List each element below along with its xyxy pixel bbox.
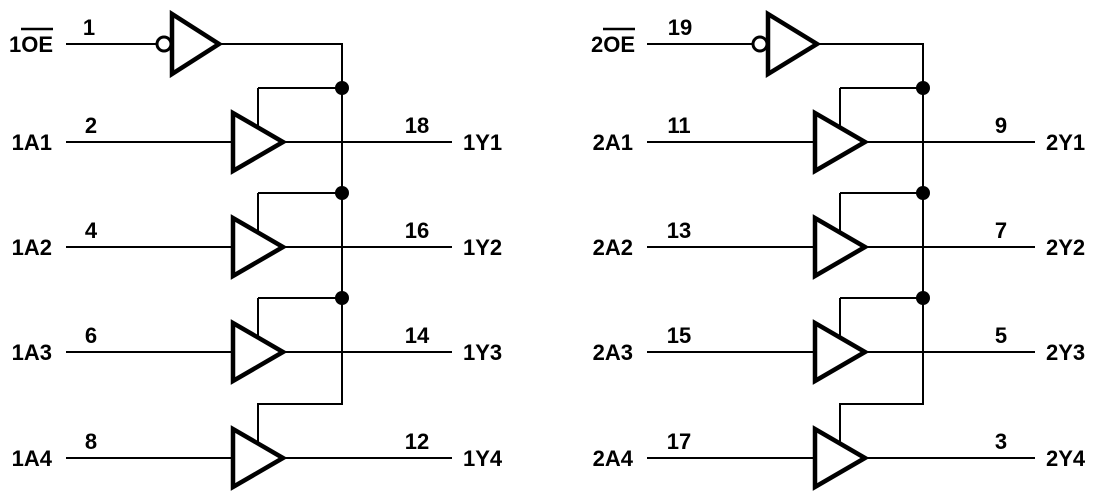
junction-dot: [335, 186, 349, 200]
buffer-triangle-icon: [812, 214, 870, 280]
output-label: 1Y4: [463, 446, 503, 471]
output-pin-number: 5: [995, 323, 1007, 348]
output-label: 1Y3: [463, 340, 502, 365]
output-label: 2Y4: [1046, 446, 1086, 471]
inverter-bubble-icon: [155, 35, 173, 53]
output-pin-number: 12: [405, 429, 429, 454]
junction-dot: [916, 81, 930, 95]
channel-2-row-1: 2A1 11 9 2Y1: [593, 109, 1085, 175]
channel-1-row-1: 1A1 2 18 1Y1: [12, 109, 502, 175]
output-label: 2Y3: [1046, 340, 1085, 365]
oe-pin-number: 1: [83, 15, 95, 40]
buffer-triangle-icon: [812, 425, 870, 491]
inverter-triangle-icon: [765, 9, 822, 79]
input-pin-number: 4: [85, 218, 98, 243]
inverter-bubble-icon: [751, 35, 769, 53]
channel-2-row-4: 2A4 17 3 2Y4: [593, 425, 1086, 491]
buffer-triangle-icon: [230, 109, 288, 175]
input-pin-number: 2: [85, 113, 97, 138]
input-label: 1A4: [12, 446, 53, 471]
output-pin-number: 3: [995, 429, 1007, 454]
channel-1-row-4: 1A4 8 12 1Y4: [12, 425, 503, 491]
output-label: 2Y1: [1046, 130, 1085, 155]
channel-1-row-3: 1A3 6 14 1Y3: [12, 319, 502, 385]
junction-dot: [916, 291, 930, 305]
channel-1-row-2: 1A2 4 16 1Y2: [12, 214, 502, 280]
junction-dot: [335, 81, 349, 95]
input-label: 2A2: [593, 235, 633, 260]
input-label: 2A3: [593, 340, 633, 365]
input-pin-number: 13: [667, 218, 691, 243]
channel-2-row-3: 2A3 15 5 2Y3: [593, 319, 1085, 385]
junction-dot: [335, 291, 349, 305]
enable-bus-wire: [817, 43, 924, 445]
input-pin-number: 11: [667, 113, 690, 138]
junction-dot: [916, 186, 930, 200]
input-pin-number: 17: [667, 429, 691, 454]
input-label: 1A3: [12, 340, 52, 365]
output-pin-number: 18: [405, 113, 429, 138]
buffer-triangle-icon: [230, 214, 288, 280]
output-pin-number: 9: [995, 113, 1007, 138]
input-label: 2A4: [593, 446, 634, 471]
output-label: 2Y2: [1046, 235, 1085, 260]
channel-2: 2OE 19 2A1 11 9 2Y1: [591, 9, 1086, 491]
buffer-triangle-icon: [812, 109, 870, 175]
output-pin-number: 7: [995, 218, 1007, 243]
input-label: 1A2: [12, 235, 52, 260]
buffer-triangle-icon: [812, 319, 870, 385]
input-pin-number: 15: [667, 323, 691, 348]
channel-2-oe: 2OE 19: [591, 9, 924, 445]
inverter-triangle-icon: [169, 9, 224, 79]
buffer-triangle-icon: [230, 319, 288, 385]
input-label: 2A1: [593, 130, 633, 155]
output-pin-number: 14: [405, 323, 430, 348]
output-label: 1Y1: [463, 130, 502, 155]
input-label: 1A1: [12, 130, 52, 155]
input-pin-number: 6: [85, 323, 97, 348]
channel-2-row-2: 2A2 13 7 2Y2: [593, 214, 1085, 280]
oe-label: 1OE: [9, 32, 53, 57]
buffer-triangle-icon: [230, 425, 288, 491]
enable-bus-wire: [219, 43, 343, 445]
channel-1-oe: 1OE 1: [9, 9, 343, 445]
oe-label: 2OE: [591, 32, 635, 57]
output-pin-number: 16: [405, 218, 429, 243]
output-label: 1Y2: [463, 235, 502, 260]
input-pin-number: 8: [85, 429, 97, 454]
oe-pin-number: 19: [668, 15, 692, 40]
channel-1: 1OE 1 1A1 2 18 1Y1: [9, 9, 503, 491]
